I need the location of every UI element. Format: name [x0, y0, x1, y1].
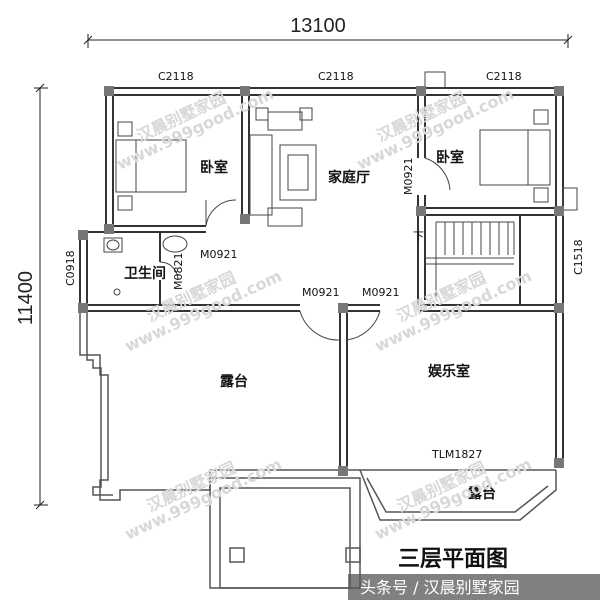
window-label-c2118-right: C2118	[486, 70, 522, 83]
credit-text: 头条号 / 汉晨别墅家园	[360, 578, 520, 597]
door-label-m0921-rec: M0921	[362, 286, 400, 299]
room-bedroom-left: 卧室	[200, 159, 228, 176]
door-label-m0921-terrace: M0921	[302, 286, 340, 299]
left-dimension	[34, 83, 48, 510]
top-dimension	[83, 34, 573, 48]
walls	[79, 87, 564, 470]
room-recreation: 娱乐室	[428, 363, 470, 380]
room-bathroom: 卫生间	[124, 265, 166, 282]
room-bedroom-right: 卧室	[436, 149, 464, 166]
door-label-m0921-bedroom: M0921	[402, 158, 415, 196]
window-label-c1518: C1518	[572, 239, 585, 275]
staircase	[425, 221, 515, 300]
door-label-m0921-bath: M0921	[200, 248, 238, 261]
room-family-hall: 家庭厅	[328, 169, 370, 186]
columns	[78, 86, 564, 476]
balcony	[209, 469, 557, 589]
door-label-m0821: M0821	[172, 253, 185, 291]
credit-bar	[348, 574, 600, 600]
door-label-tlm1827: TLM1827	[431, 448, 482, 461]
door-swings	[159, 157, 451, 341]
room-terrace: 露台	[220, 373, 248, 390]
window-label-c2118-left: C2118	[158, 70, 194, 83]
window-label-c2118-mid: C2118	[318, 70, 354, 83]
plan-title: 三层平面图	[398, 547, 508, 572]
height-dimension-label: 11400	[15, 271, 37, 325]
room-balcony: 露台	[468, 485, 496, 502]
stair-down-mark: 下	[413, 230, 424, 243]
watermarks: 汉晨别墅家园 www.999good.com 汉晨别墅家园 www.999goo…	[114, 84, 535, 543]
width-dimension-label: 13100	[290, 15, 346, 37]
window-label-c0918: C0918	[64, 250, 77, 286]
furniture	[103, 71, 578, 296]
